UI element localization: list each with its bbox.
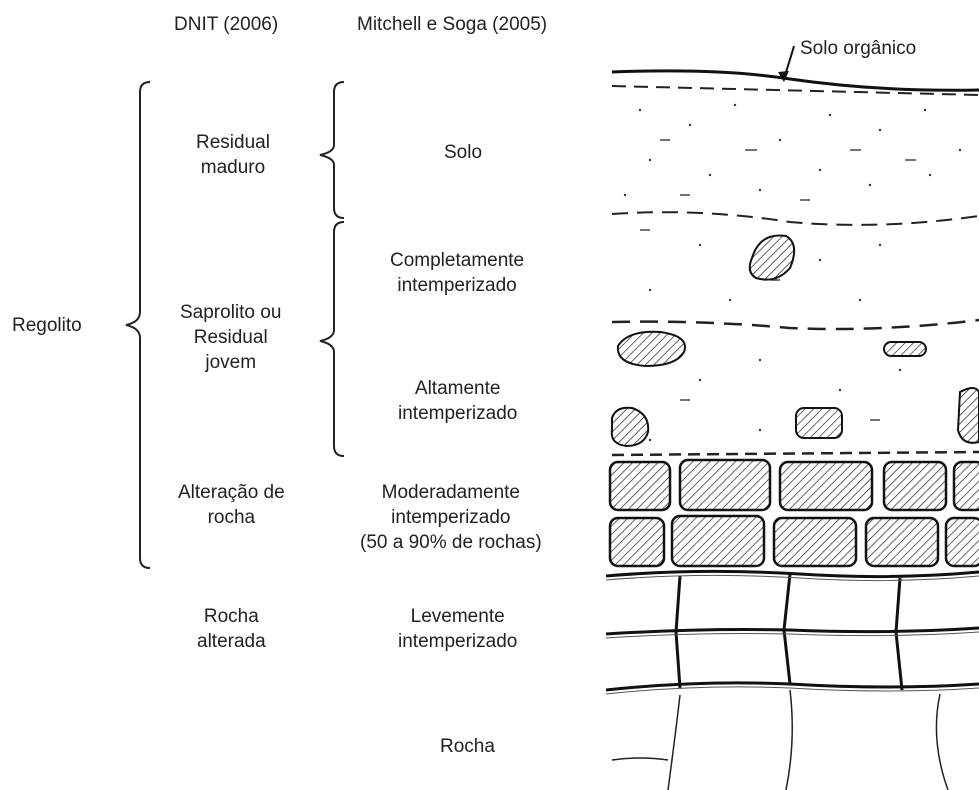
mitchell-altamente-line1: Altamente (398, 376, 517, 401)
dnit-alteracao-line2: rocha (178, 505, 285, 530)
dnit-saprolito-line1: Saprolito ou (180, 300, 281, 325)
mitchell-altamente-line2: intemperizado (398, 401, 517, 426)
dnit-rocha-alterada-line2: alterada (197, 629, 266, 654)
mitchell-rocha: Rocha (440, 734, 495, 759)
mitchell-completamente: Completamente intemperizado (390, 248, 524, 298)
dnit-alteracao-rocha: Alteração de rocha (178, 480, 285, 530)
dnit-residual-maduro: Residual maduro (196, 130, 270, 180)
dnit-saprolito-line2: Residual (180, 325, 281, 350)
organic-soil-label: Solo orgânico (800, 36, 916, 61)
mitchell-moderadamente-line2: intemperizado (360, 505, 542, 530)
dnit-residual-maduro-line2: maduro (196, 155, 270, 180)
dnit-residual-maduro-line1: Residual (196, 130, 270, 155)
mitchell-altamente: Altamente intemperizado (398, 376, 517, 426)
regolito-label: Regolito (12, 313, 82, 338)
mitchell-moderadamente: Moderadamente intemperizado (50 a 90% de… (360, 480, 542, 555)
mitchell-solo: Solo (444, 140, 482, 165)
regolito-bracket (126, 82, 150, 568)
mitchell-moderadamente-line3: (50 a 90% de rochas) (360, 530, 542, 555)
header-dnit: DNIT (2006) (174, 12, 278, 37)
mitchell-levemente-line1: Levemente (398, 604, 517, 629)
soil-profile-drawing (606, 46, 979, 790)
header-mitchell: Mitchell e Soga (2005) (357, 12, 547, 37)
solo-bracket (320, 82, 344, 218)
dnit-rocha-alterada-line1: Rocha (197, 604, 266, 629)
mitchell-levemente: Levemente intemperizado (398, 604, 517, 654)
mitchell-levemente-line2: intemperizado (398, 629, 517, 654)
mitchell-completamente-line2: intemperizado (390, 273, 524, 298)
saprolito-bracket (320, 222, 344, 456)
dnit-rocha-alterada: Rocha alterada (197, 604, 266, 654)
dnit-saprolito: Saprolito ou Residual jovem (180, 300, 281, 375)
mitchell-completamente-line1: Completamente (390, 248, 524, 273)
dnit-saprolito-line3: jovem (180, 350, 281, 375)
mitchell-moderadamente-line1: Moderadamente (360, 480, 542, 505)
dnit-alteracao-line1: Alteração de (178, 480, 285, 505)
